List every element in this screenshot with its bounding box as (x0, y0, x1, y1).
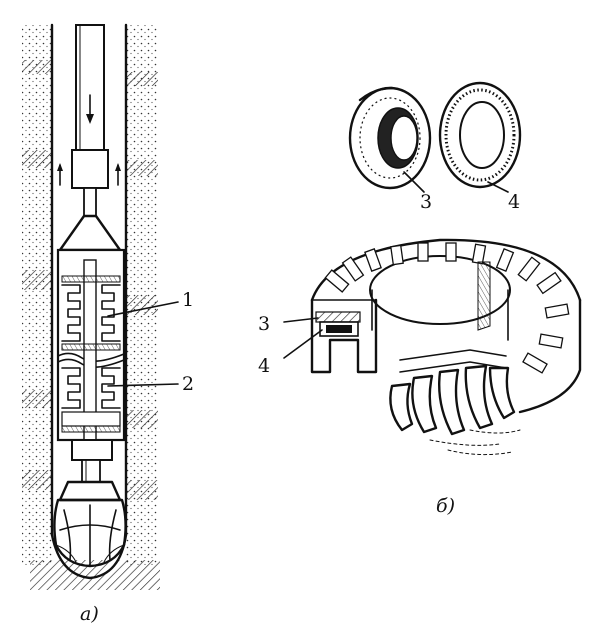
flow-arrow-up-icon (57, 163, 121, 186)
turbine-stage-cutaway (283, 238, 582, 456)
turbine-stages-upper (61, 275, 121, 351)
callout-3-top: 3 (420, 191, 432, 213)
callout-3-side: 3 (258, 313, 270, 335)
callout-4-top: 4 (508, 191, 520, 213)
callout-2: 2 (182, 373, 194, 395)
bearing-ring-3 (348, 86, 432, 190)
stator-blades (324, 242, 570, 374)
flow-streaks (429, 429, 521, 456)
caption-left: а) (80, 603, 99, 625)
borehole-section (22, 23, 179, 590)
caption-right: б) (436, 495, 455, 517)
callout-4-side: 4 (258, 355, 270, 377)
turbodrill-top-cone (58, 214, 122, 252)
flow-arrow-down-icon (86, 94, 94, 124)
rotor-blades (389, 349, 516, 436)
section-profile (310, 298, 378, 374)
bearing-ring-4 (438, 81, 522, 189)
turbine-stages-lower (61, 367, 121, 433)
callout-1: 1 (182, 289, 194, 311)
drill-bit (53, 480, 127, 568)
